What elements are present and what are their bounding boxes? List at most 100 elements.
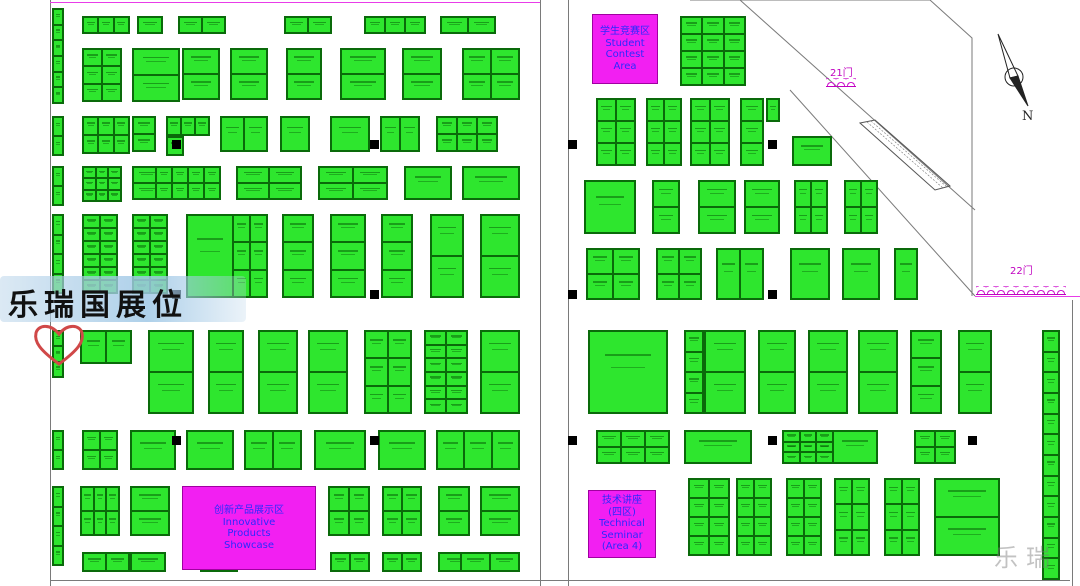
booth-cell[interactable] [341,49,385,74]
booth-cell[interactable] [388,385,411,413]
booth-block[interactable] [236,166,302,200]
booth-cell[interactable] [283,215,313,243]
booth-cell[interactable] [613,249,639,274]
booth-block[interactable] [688,478,730,556]
booth-block[interactable] [378,430,426,470]
booth-cell[interactable] [106,511,119,535]
booth-cell[interactable] [100,228,117,241]
booth-cell[interactable] [245,431,273,469]
booth-cell[interactable] [133,241,150,254]
booth-cell[interactable] [53,526,63,546]
student-contest-area[interactable]: 学生竞赛区 Student Contest Area [592,14,658,84]
booth-block[interactable] [758,330,796,414]
booth-cell[interactable] [83,431,100,450]
booth-cell[interactable] [156,167,172,183]
booth-cell[interactable] [795,181,811,207]
booth-cell[interactable] [685,392,703,413]
booth-cell[interactable] [859,372,897,413]
booth-cell[interactable] [172,167,188,183]
booth-cell[interactable] [100,254,117,267]
booth-block[interactable] [704,330,746,414]
booth-cell[interactable] [787,536,804,555]
booth-cell[interactable] [783,441,800,453]
booth-cell[interactable] [741,121,763,143]
booth-cell[interactable] [679,274,701,299]
booth-cell[interactable] [100,450,117,469]
booth-block[interactable] [766,98,780,122]
booth-cell[interactable] [179,17,202,33]
booth-cell[interactable] [269,167,301,183]
booth-cell[interactable] [911,358,941,386]
booth-cell[interactable] [150,228,167,241]
booth-cell[interactable] [754,479,771,498]
booth-cell[interactable] [811,181,827,207]
booth-cell[interactable] [331,242,365,270]
booth-cell[interactable] [717,249,740,299]
booth-cell[interactable] [95,167,109,179]
booth-cell[interactable] [439,511,469,535]
booth-block[interactable] [130,552,166,572]
booth-cell[interactable] [709,536,729,555]
booth-cell[interactable] [787,517,804,536]
booth-cell[interactable] [221,117,244,151]
booth-cell[interactable] [385,17,405,33]
booth-cell[interactable] [439,487,469,511]
booth-block[interactable] [178,16,226,34]
booth-block[interactable] [52,8,64,104]
booth-block[interactable] [82,430,118,470]
booth-cell[interactable] [131,487,169,511]
booth-cell[interactable] [702,17,724,34]
booth-cell[interactable] [106,487,119,511]
booth-block[interactable] [280,116,310,152]
booth-cell[interactable] [861,181,877,207]
booth-cell[interactable] [816,431,833,442]
booth-cell[interactable] [53,431,63,450]
booth-cell[interactable] [250,269,267,297]
booth-cell[interactable] [133,228,150,241]
booth-cell[interactable] [791,249,829,299]
booth-cell[interactable] [233,215,250,243]
booth-cell[interactable] [833,431,877,463]
booth-cell[interactable] [723,68,745,85]
booth-cell[interactable] [616,99,635,121]
booth-cell[interactable] [689,517,709,536]
booth-cell[interactable] [597,431,621,447]
booth-cell[interactable] [737,479,754,498]
booth-cell[interactable] [285,17,308,33]
booth-block[interactable] [82,116,130,154]
booth-cell[interactable] [616,143,635,165]
booth-cell[interactable] [237,167,269,183]
booth-cell[interactable] [681,68,703,85]
booth-cell[interactable] [463,49,491,74]
booth-cell[interactable] [811,207,827,233]
booth-cell[interactable] [915,447,935,463]
booth-cell[interactable] [53,40,63,56]
booth-cell[interactable] [481,215,519,256]
booth-cell[interactable] [113,135,129,153]
booth-block[interactable] [480,486,520,536]
booth-cell[interactable] [787,479,804,498]
booth-cell[interactable] [767,99,779,121]
booth-cell[interactable] [382,269,412,297]
booth-cell[interactable] [783,431,800,442]
booth-cell[interactable] [446,358,467,372]
booth-block[interactable] [52,486,64,566]
booth-cell[interactable] [350,553,369,571]
booth-block[interactable] [82,48,122,102]
booth-block[interactable] [736,478,772,556]
booth-block[interactable] [284,16,332,34]
booth-cell[interactable] [1043,372,1059,393]
booth-cell[interactable] [685,372,703,393]
booth-block[interactable] [436,430,520,470]
booth-cell[interactable] [100,431,117,450]
booth-block[interactable] [656,248,702,300]
booth-block[interactable] [308,330,348,414]
booth-cell[interactable] [804,536,821,555]
booth-cell[interactable] [861,207,877,233]
booth-cell[interactable] [835,504,852,530]
booth-block[interactable] [220,116,268,152]
booth-cell[interactable] [816,452,833,463]
booth-cell[interactable] [477,134,497,151]
booth-cell[interactable] [100,241,117,254]
booth-cell[interactable] [705,372,745,413]
